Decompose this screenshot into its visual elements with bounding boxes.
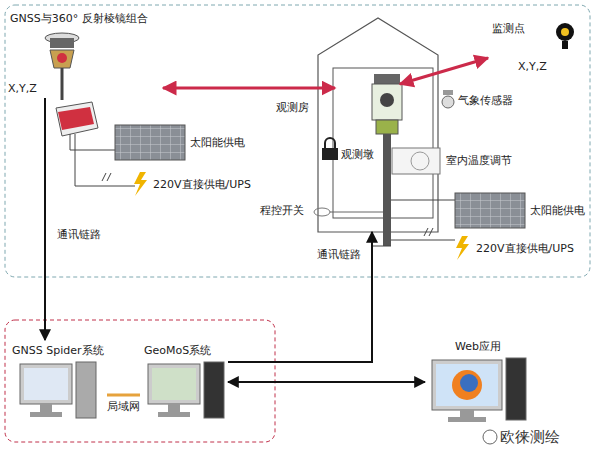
field-region <box>5 5 590 277</box>
web-app-node: Web应用 <box>425 338 535 426</box>
node-title: GNSS与360° 反射棱镜组合 <box>10 12 148 25</box>
node-title: 观测房 <box>276 101 309 114</box>
connector <box>400 58 488 84</box>
computer <box>432 358 526 422</box>
solar-panel <box>455 193 525 228</box>
computer <box>148 362 224 418</box>
gnss-antenna <box>45 33 79 100</box>
edge-label: 局域网 <box>106 400 141 413</box>
air-conditioner <box>392 148 440 174</box>
total-station-node: 观测墩 <box>335 72 400 182</box>
power-bolt <box>134 172 147 196</box>
power-label: 太阳能供电 <box>530 204 585 217</box>
power-label: 220V直接供电/UPS <box>476 242 574 255</box>
coordinate-text: X,Y,Z <box>8 82 37 95</box>
lock-icon <box>322 138 338 160</box>
climate-label: 室内温度调节 <box>446 154 512 167</box>
switch-icon <box>314 208 383 216</box>
observation-house: 观测房观测墩 <box>318 55 438 232</box>
connector <box>107 394 140 397</box>
computer <box>20 362 96 418</box>
solar-panel <box>115 125 185 160</box>
wechat-icon <box>483 430 497 444</box>
connector <box>228 381 425 383</box>
connector <box>44 98 46 340</box>
power-label: 太阳能供电 <box>190 136 245 149</box>
node-title: GeoMoS系统 <box>144 344 211 357</box>
power-bolt <box>456 236 469 260</box>
watermark: 欧徕测绘 <box>500 428 560 446</box>
switch-label: 程控开关 <box>260 204 304 217</box>
node-title: Web应用 <box>455 340 501 353</box>
sensor-label: 气象传感器 <box>458 94 513 107</box>
node-title: GNSS Spider系统 <box>12 344 104 357</box>
gnss-spider-node: GNSS Spider系统 <box>10 340 107 428</box>
power-label: 220V直接供电/UPS <box>153 178 251 191</box>
monitor-point-node: 监测点 X,Y,Z <box>488 20 588 74</box>
node-title: 监测点 <box>492 22 525 35</box>
connector <box>228 232 372 362</box>
edge-label: 通讯链路 <box>56 228 102 241</box>
geomos-node: GeoMoS系统 <box>140 340 228 428</box>
connector <box>163 87 335 90</box>
edge-label: 通讯链路 <box>316 248 362 261</box>
station-wire <box>372 200 455 246</box>
coordinate-text: X,Y,Z <box>518 60 547 73</box>
gnss-prism-node: GNSS与360° 反射棱镜组合 X,Y,Z <box>8 10 163 98</box>
weather-sensor <box>442 90 454 108</box>
monitor-prism <box>556 23 574 49</box>
node-title: 观测墩 <box>341 148 374 161</box>
